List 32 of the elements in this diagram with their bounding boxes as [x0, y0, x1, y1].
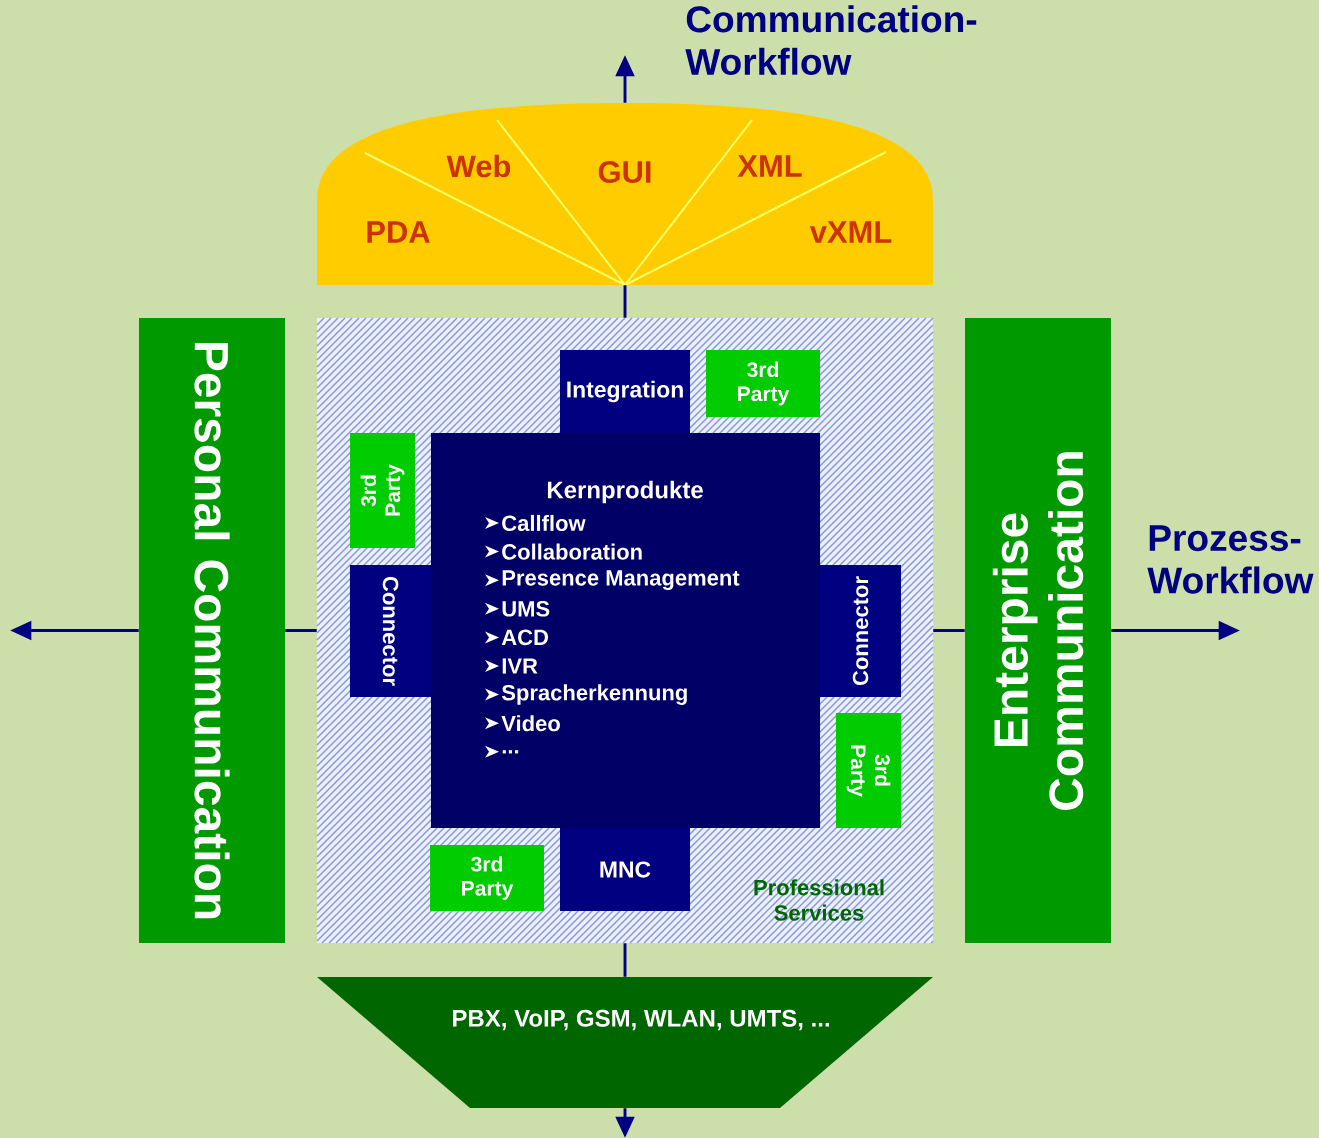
module-box: Integration — [560, 350, 690, 433]
module-box: 3rd Party — [706, 350, 820, 417]
channel-label: GUI — [598, 161, 651, 183]
list-item: ACD — [501, 629, 548, 646]
side-bar: Enterprise Communication — [965, 317, 1111, 944]
list-item: Presence Management — [502, 570, 740, 591]
connector — [285, 629, 317, 632]
flow-label: Prozess- Workflow — [1147, 525, 1314, 594]
list-item: IVR — [502, 658, 538, 674]
connector — [623, 285, 627, 318]
core-heading: Kernprodukte — [547, 480, 703, 504]
connector — [623, 943, 627, 977]
channel-label: vXML — [809, 221, 892, 243]
list-item: UMS — [502, 601, 550, 617]
side-bar: Personal Communication — [139, 317, 285, 944]
connector — [933, 629, 965, 632]
channel-label: XML — [737, 155, 802, 177]
list-item: Callflow — [502, 514, 586, 532]
panel-label: Professional Services — [754, 879, 884, 921]
list-item: Spracherkennung — [501, 684, 687, 705]
module-box: 3rd Party — [430, 845, 544, 911]
network-label: PBX, VoIP, GSM, WLAN, UMTS, ... — [453, 1009, 829, 1031]
list-item: Video — [501, 715, 560, 732]
channel-label: Web — [446, 154, 511, 178]
list-item: Collaboration — [502, 543, 642, 560]
module-box: MNC — [560, 828, 690, 911]
channel-label: PDA — [367, 221, 430, 243]
module-box: 3rd Party — [836, 713, 902, 828]
module-box: Connector — [820, 565, 902, 697]
list-item: ... — [502, 750, 519, 754]
module-box: Connector — [349, 565, 432, 697]
module-box: 3rd Party — [349, 433, 416, 548]
